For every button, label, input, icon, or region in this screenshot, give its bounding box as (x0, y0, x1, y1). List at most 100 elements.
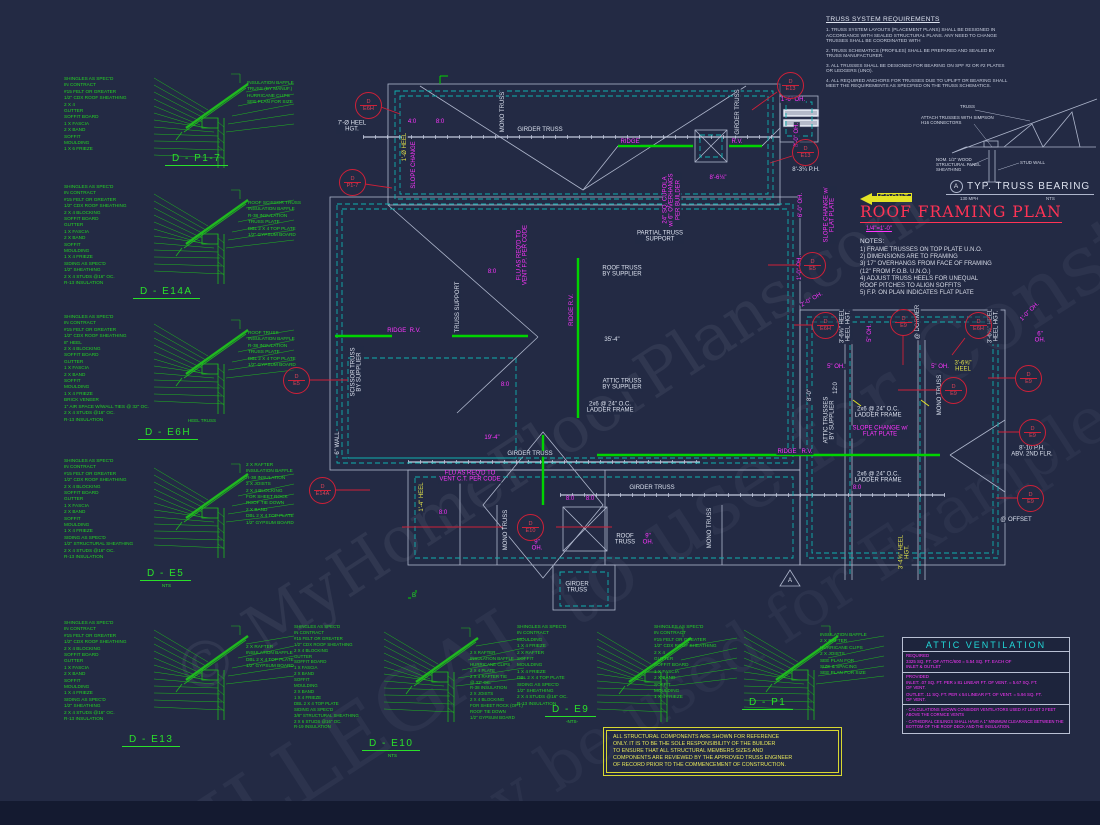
list-item: DBL 2 X 4 TOP PLATE (517, 675, 565, 681)
list-item: - CALCULATIONS SHOWN CONSIDER VENTILATOR… (906, 707, 1056, 718)
list-item: TRUSS PLATE (248, 219, 280, 225)
list-item: GUTTER (64, 496, 84, 502)
plan-annotation: MONO TRUSS (502, 508, 510, 552)
plan-annotation: GIRDER TRUSS (564, 581, 590, 595)
attic-required-label: REQUIRED (906, 653, 930, 658)
list-item: HURRICANE CLIPS (247, 92, 290, 98)
list-item: 2 X 4 BLOCKING (64, 209, 101, 215)
plan-annotation: 7'-Ø HEEL HGT. (336, 120, 368, 134)
list-item: 2 X 6 STUDS @16" OC. (294, 718, 342, 724)
list-item: 2 X 4 PLATE (470, 667, 496, 673)
list-item: 1/2" CDX ROOF SHEATHING (294, 641, 353, 647)
bearing-truss-label: TRUSS (960, 104, 975, 109)
list-item: 2 X RAFTER (246, 462, 274, 467)
list-item: 1 X 4 FRIEZE (64, 528, 93, 534)
list-item: INSULATION BAFFLE (470, 655, 514, 661)
list-item: 2 X 4 BLOCKING (294, 647, 329, 653)
list-item: #15 FELT OR GREATER (64, 196, 117, 202)
list-item: GUTTER (294, 653, 313, 659)
plan-annotation: RIDGE (619, 138, 641, 146)
plan-annotation: 1'-Ø HEEL (401, 131, 409, 163)
list-item: R-13 INSULATION (64, 554, 104, 560)
list-item: R-13 INSULATION (517, 700, 557, 706)
truss-requirements-list: 1. TRUSS SYSTEM LAYOUTS (PLACEMENT PLANS… (826, 27, 1008, 89)
plan-annotation: 19'-4" (483, 434, 501, 442)
list-item: 1 X 4 FRIEZE (64, 254, 93, 260)
list-item: SOFFIT BOARD (64, 114, 99, 120)
list-item: SOFFIT BOARD (654, 662, 689, 668)
list-item: 1/2" CDX ROOF SHEATHING (64, 95, 127, 101)
list-item: 2 X RAFTER (470, 650, 496, 655)
list-item: 1/2" CDX ROOF SHEATHING (64, 333, 127, 339)
attic-inlet-line: INLET: .07 SQ. FT. PER x 81 LINEAR FT. O… (906, 679, 1038, 691)
list-item: MOULDING (517, 662, 543, 668)
plan-annotation: MONO TRUSS (499, 90, 507, 134)
list-item: ALL STRUCTURAL COMPONENTS ARE SHOWN FOR … (613, 734, 780, 740)
truss-bearing-title: A TYP. TRUSS BEARING (946, 180, 1095, 195)
front-label: FRONT (877, 193, 913, 202)
plan-annotation: 5" OH. (826, 363, 846, 371)
list-item: TRUSS PLATE (248, 349, 280, 355)
detail-e5-title: D - E5 (140, 568, 192, 581)
list-item: TRUSS (BY MANUF.) (247, 86, 293, 92)
list-item: MOULDING (654, 688, 680, 694)
list-item: 1/2" SHEATHING (64, 267, 101, 273)
list-item: 1/2" GYPSUM BOARD (246, 519, 294, 525)
plan-annotation: SLOPE CHANGE (410, 140, 418, 190)
list-item: 1/2" CDX ROOF SHEATHING (654, 643, 717, 649)
list-item: GUTTER (64, 358, 84, 364)
bearing-panel-label: NOM. 1/2" WOOD STRUCTURAL PANEL SHEATHIN… (936, 157, 981, 172)
list-item: #15 FELT OR GREATER (64, 326, 117, 332)
plan-annotation: 9" OH. (641, 533, 655, 547)
plan-annotation: 9" OH. (530, 539, 544, 553)
list-item: 1/2" GYPSUM BOARD (246, 663, 294, 669)
plan-annotation: 2x6 @ 24" O.C. LADDER FRAME (853, 471, 903, 485)
attic-required-line: 3325 SQ. FT. OF ATTIC/600 = 5.54 SQ. FT.… (906, 659, 1012, 670)
list-item: 1" AIR SPACE W/WALL TIES @ 32" OC. (64, 403, 149, 409)
list-item: ONLY. IT IS TO BE THE SOLE RESPONSIBILIT… (613, 741, 776, 748)
plan-scale: 1/4"=1'-0" (866, 226, 892, 232)
plan-annotation: B (410, 592, 418, 600)
plan-notes-list: 1) FRAME TRUSSES ON TOP PLATE U.N.O.2) D… (860, 247, 1035, 297)
plan-annotation: 8:0 (486, 268, 498, 276)
list-item: 1 X FASCIA (64, 365, 90, 371)
list-item: ROOF TIE DOWN (246, 500, 285, 506)
list-item: 1 X FASCIA (64, 228, 90, 234)
list-item: 1 X FASCIA (294, 665, 318, 671)
list-item: SHINGLES AS SPEC'D (517, 624, 567, 629)
list-item: INSULATION BAFFLE (248, 206, 295, 212)
list-item: GUTTER (64, 222, 84, 228)
list-item: MOULDING (64, 684, 90, 690)
list-item: #15 FELT OR GREATER (294, 635, 343, 641)
plan-annotation: 8:0 (584, 495, 596, 503)
plan-annotation: 2x6 @ 24" O.C. LADDER FRAME (853, 406, 903, 420)
list-item: ROOF SCISSOR TRUSS (248, 200, 302, 205)
builder-note-box: ALL STRUCTURAL COMPONENTS ARE SHOWN FOR … (603, 727, 842, 777)
list-item: R-13 INSULATION (64, 280, 104, 286)
list-item: SEE PLAN FOR SIZE (247, 99, 293, 105)
list-item: 4. ALL REQUIRED ANCHORS FOR TRUSSES DUE … (826, 77, 1008, 89)
list-item: BRICK VENEER (64, 397, 99, 403)
plan-notes-title: NOTES: (860, 238, 885, 245)
list-item: SIDING AS SPEC'D (64, 534, 106, 540)
list-item: DBL 2 X 4 TOP PLATE (246, 513, 294, 519)
list-item: SHINGLES AS SPEC'D (64, 184, 114, 189)
list-item: 1 X 4 FRIEZE (294, 694, 322, 700)
plan-annotation: 8'-10 P.H. ABV. 2ND FLR. (1010, 445, 1054, 459)
list-item: 2 X 4 BLOCKING (470, 697, 505, 703)
plan-annotation: 4:0 (406, 118, 418, 126)
list-item: 2. TRUSS SCHEMATICS (PROFILES) SHALL BE … (826, 47, 995, 59)
